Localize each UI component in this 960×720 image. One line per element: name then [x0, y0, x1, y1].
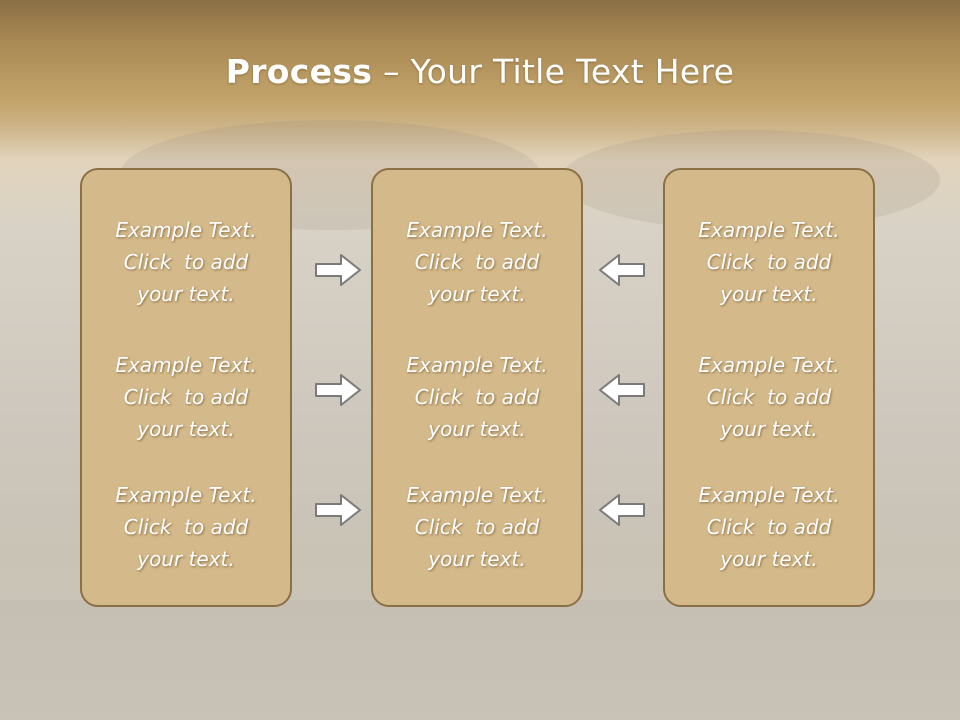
text-line: Click to add	[123, 385, 249, 409]
text-block[interactable]: Example Text. Click to add your text.	[373, 479, 581, 575]
text-line: your text.	[720, 417, 818, 441]
text-line: Example Text.	[115, 483, 257, 507]
text-line: your text.	[428, 547, 526, 571]
text-line: Click to add	[123, 515, 249, 539]
text-line: Example Text.	[115, 353, 257, 377]
text-line: your text.	[137, 547, 235, 571]
arrow-left-icon	[599, 254, 645, 286]
arrow-right-icon	[315, 374, 361, 406]
text-line: your text.	[137, 417, 235, 441]
text-line: your text.	[428, 282, 526, 306]
text-line: Click to add	[414, 515, 540, 539]
text-line: Click to add	[706, 385, 832, 409]
title-bold: Process	[225, 52, 373, 91]
text-block[interactable]: Example Text. Click to add your text.	[665, 349, 873, 445]
text-line: Example Text.	[698, 218, 840, 242]
text-block[interactable]: Example Text. Click to add your text.	[82, 349, 290, 445]
text-block[interactable]: Example Text. Click to add your text.	[373, 349, 581, 445]
text-line: Example Text.	[115, 218, 257, 242]
process-panel-left[interactable]: Example Text. Click to add your text. Ex…	[80, 168, 292, 607]
text-line: Click to add	[414, 250, 540, 274]
text-line: Example Text.	[406, 218, 548, 242]
text-block[interactable]: Example Text. Click to add your text.	[665, 479, 873, 575]
text-line: Example Text.	[698, 353, 840, 377]
text-line: your text.	[720, 547, 818, 571]
slide-title[interactable]: Process – Your Title Text Here	[0, 52, 960, 91]
arrow-right-icon	[315, 254, 361, 286]
text-block[interactable]: Example Text. Click to add your text.	[82, 214, 290, 310]
arrow-left-icon	[599, 374, 645, 406]
title-rest: – Your Title Text Here	[372, 52, 735, 91]
arrow-left-icon	[599, 494, 645, 526]
text-block[interactable]: Example Text. Click to add your text.	[665, 214, 873, 310]
text-line: Example Text.	[406, 483, 548, 507]
text-line: your text.	[137, 282, 235, 306]
process-panel-center[interactable]: Example Text. Click to add your text. Ex…	[371, 168, 583, 607]
text-line: Click to add	[706, 250, 832, 274]
arrow-right-icon	[315, 494, 361, 526]
background-road	[0, 600, 960, 720]
text-line: your text.	[428, 417, 526, 441]
text-line: your text.	[720, 282, 818, 306]
text-line: Click to add	[414, 385, 540, 409]
text-line: Click to add	[123, 250, 249, 274]
text-line: Click to add	[706, 515, 832, 539]
text-block[interactable]: Example Text. Click to add your text.	[82, 479, 290, 575]
text-line: Example Text.	[698, 483, 840, 507]
text-line: Example Text.	[406, 353, 548, 377]
process-panel-right[interactable]: Example Text. Click to add your text. Ex…	[663, 168, 875, 607]
text-block[interactable]: Example Text. Click to add your text.	[373, 214, 581, 310]
